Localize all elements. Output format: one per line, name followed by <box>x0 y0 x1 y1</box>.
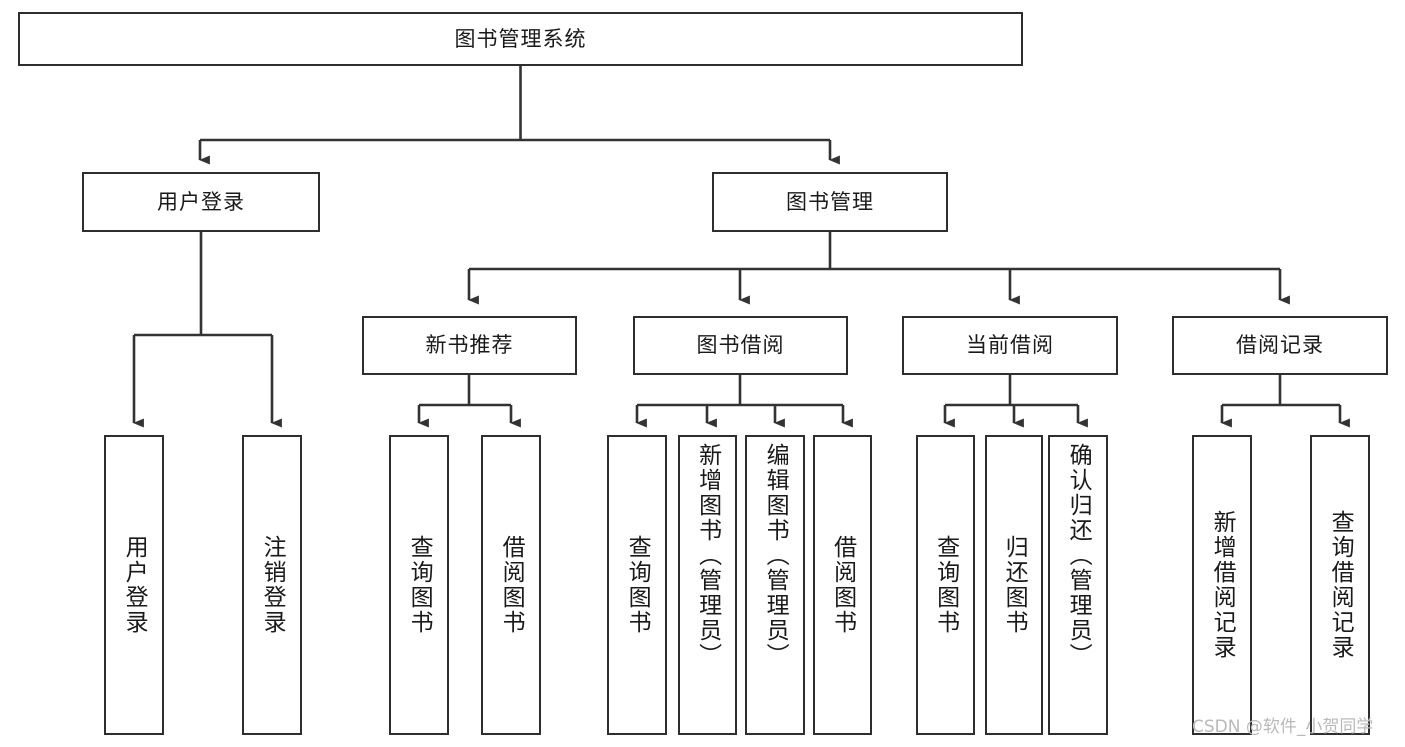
node-book-management[interactable]: 图书管理 <box>712 172 948 232</box>
node-leaf-user-login[interactable]: 用户登录 <box>104 435 164 735</box>
node-leaf-add-book-label: 新增图书（管理员） <box>694 443 721 668</box>
node-leaf-return-book-label: 归还图书 <box>1001 535 1028 635</box>
node-leaf-add-book[interactable]: 新增图书（管理员） <box>678 435 737 735</box>
node-leaf-borrow-book[interactable]: 借阅图书 <box>813 435 872 735</box>
node-root[interactable]: 图书管理系统 <box>18 12 1023 66</box>
node-root-label: 图书管理系统 <box>454 26 587 51</box>
node-leaf-borrow-books-recommend[interactable]: 借阅图书 <box>481 435 541 735</box>
node-leaf-query-record-label: 查询借阅记录 <box>1327 510 1354 660</box>
node-leaf-edit-book-label: 编辑图书（管理员） <box>762 443 789 668</box>
node-leaf-query-books-borrow[interactable]: 查询图书 <box>607 435 667 735</box>
node-leaf-confirm-return-label: 确认归还（管理员） <box>1065 443 1092 668</box>
node-leaf-query-books-recommend-label: 查询图书 <box>406 535 433 635</box>
node-leaf-edit-book[interactable]: 编辑图书（管理员） <box>745 435 805 735</box>
node-borrow-records-label: 借阅记录 <box>1236 333 1324 357</box>
node-leaf-query-books-current[interactable]: 查询图书 <box>916 435 975 735</box>
node-current-borrow-label: 当前借阅 <box>966 333 1054 357</box>
node-leaf-query-books-current-label: 查询图书 <box>932 535 959 635</box>
node-book-borrow-label: 图书借阅 <box>696 333 785 357</box>
node-user-login-label: 用户登录 <box>157 189 245 214</box>
node-leaf-add-record-label: 新增借阅记录 <box>1209 510 1236 660</box>
node-leaf-add-record[interactable]: 新增借阅记录 <box>1192 435 1252 735</box>
node-leaf-return-book[interactable]: 归还图书 <box>985 435 1043 735</box>
node-leaf-borrow-book-label: 借阅图书 <box>829 535 856 635</box>
node-book-borrow[interactable]: 图书借阅 <box>633 316 848 375</box>
node-user-login[interactable]: 用户登录 <box>82 172 320 232</box>
node-borrow-records[interactable]: 借阅记录 <box>1172 316 1388 375</box>
node-current-borrow[interactable]: 当前借阅 <box>902 316 1118 375</box>
node-leaf-borrow-books-recommend-label: 借阅图书 <box>498 535 525 635</box>
node-book-management-label: 图书管理 <box>786 189 874 214</box>
node-leaf-confirm-return[interactable]: 确认归还（管理员） <box>1048 435 1108 735</box>
node-new-book-recommend-label: 新书推荐 <box>425 333 514 357</box>
node-leaf-query-record[interactable]: 查询借阅记录 <box>1310 435 1370 735</box>
watermark-text: CSDN @软件_小贺同学 <box>1192 717 1374 737</box>
node-leaf-query-books-recommend[interactable]: 查询图书 <box>389 435 449 735</box>
node-leaf-logout[interactable]: 注销登录 <box>242 435 302 735</box>
node-leaf-logout-label: 注销登录 <box>259 535 286 635</box>
node-leaf-user-login-label: 用户登录 <box>121 535 148 635</box>
node-leaf-query-books-borrow-label: 查询图书 <box>624 535 651 635</box>
node-new-book-recommend[interactable]: 新书推荐 <box>362 316 577 375</box>
